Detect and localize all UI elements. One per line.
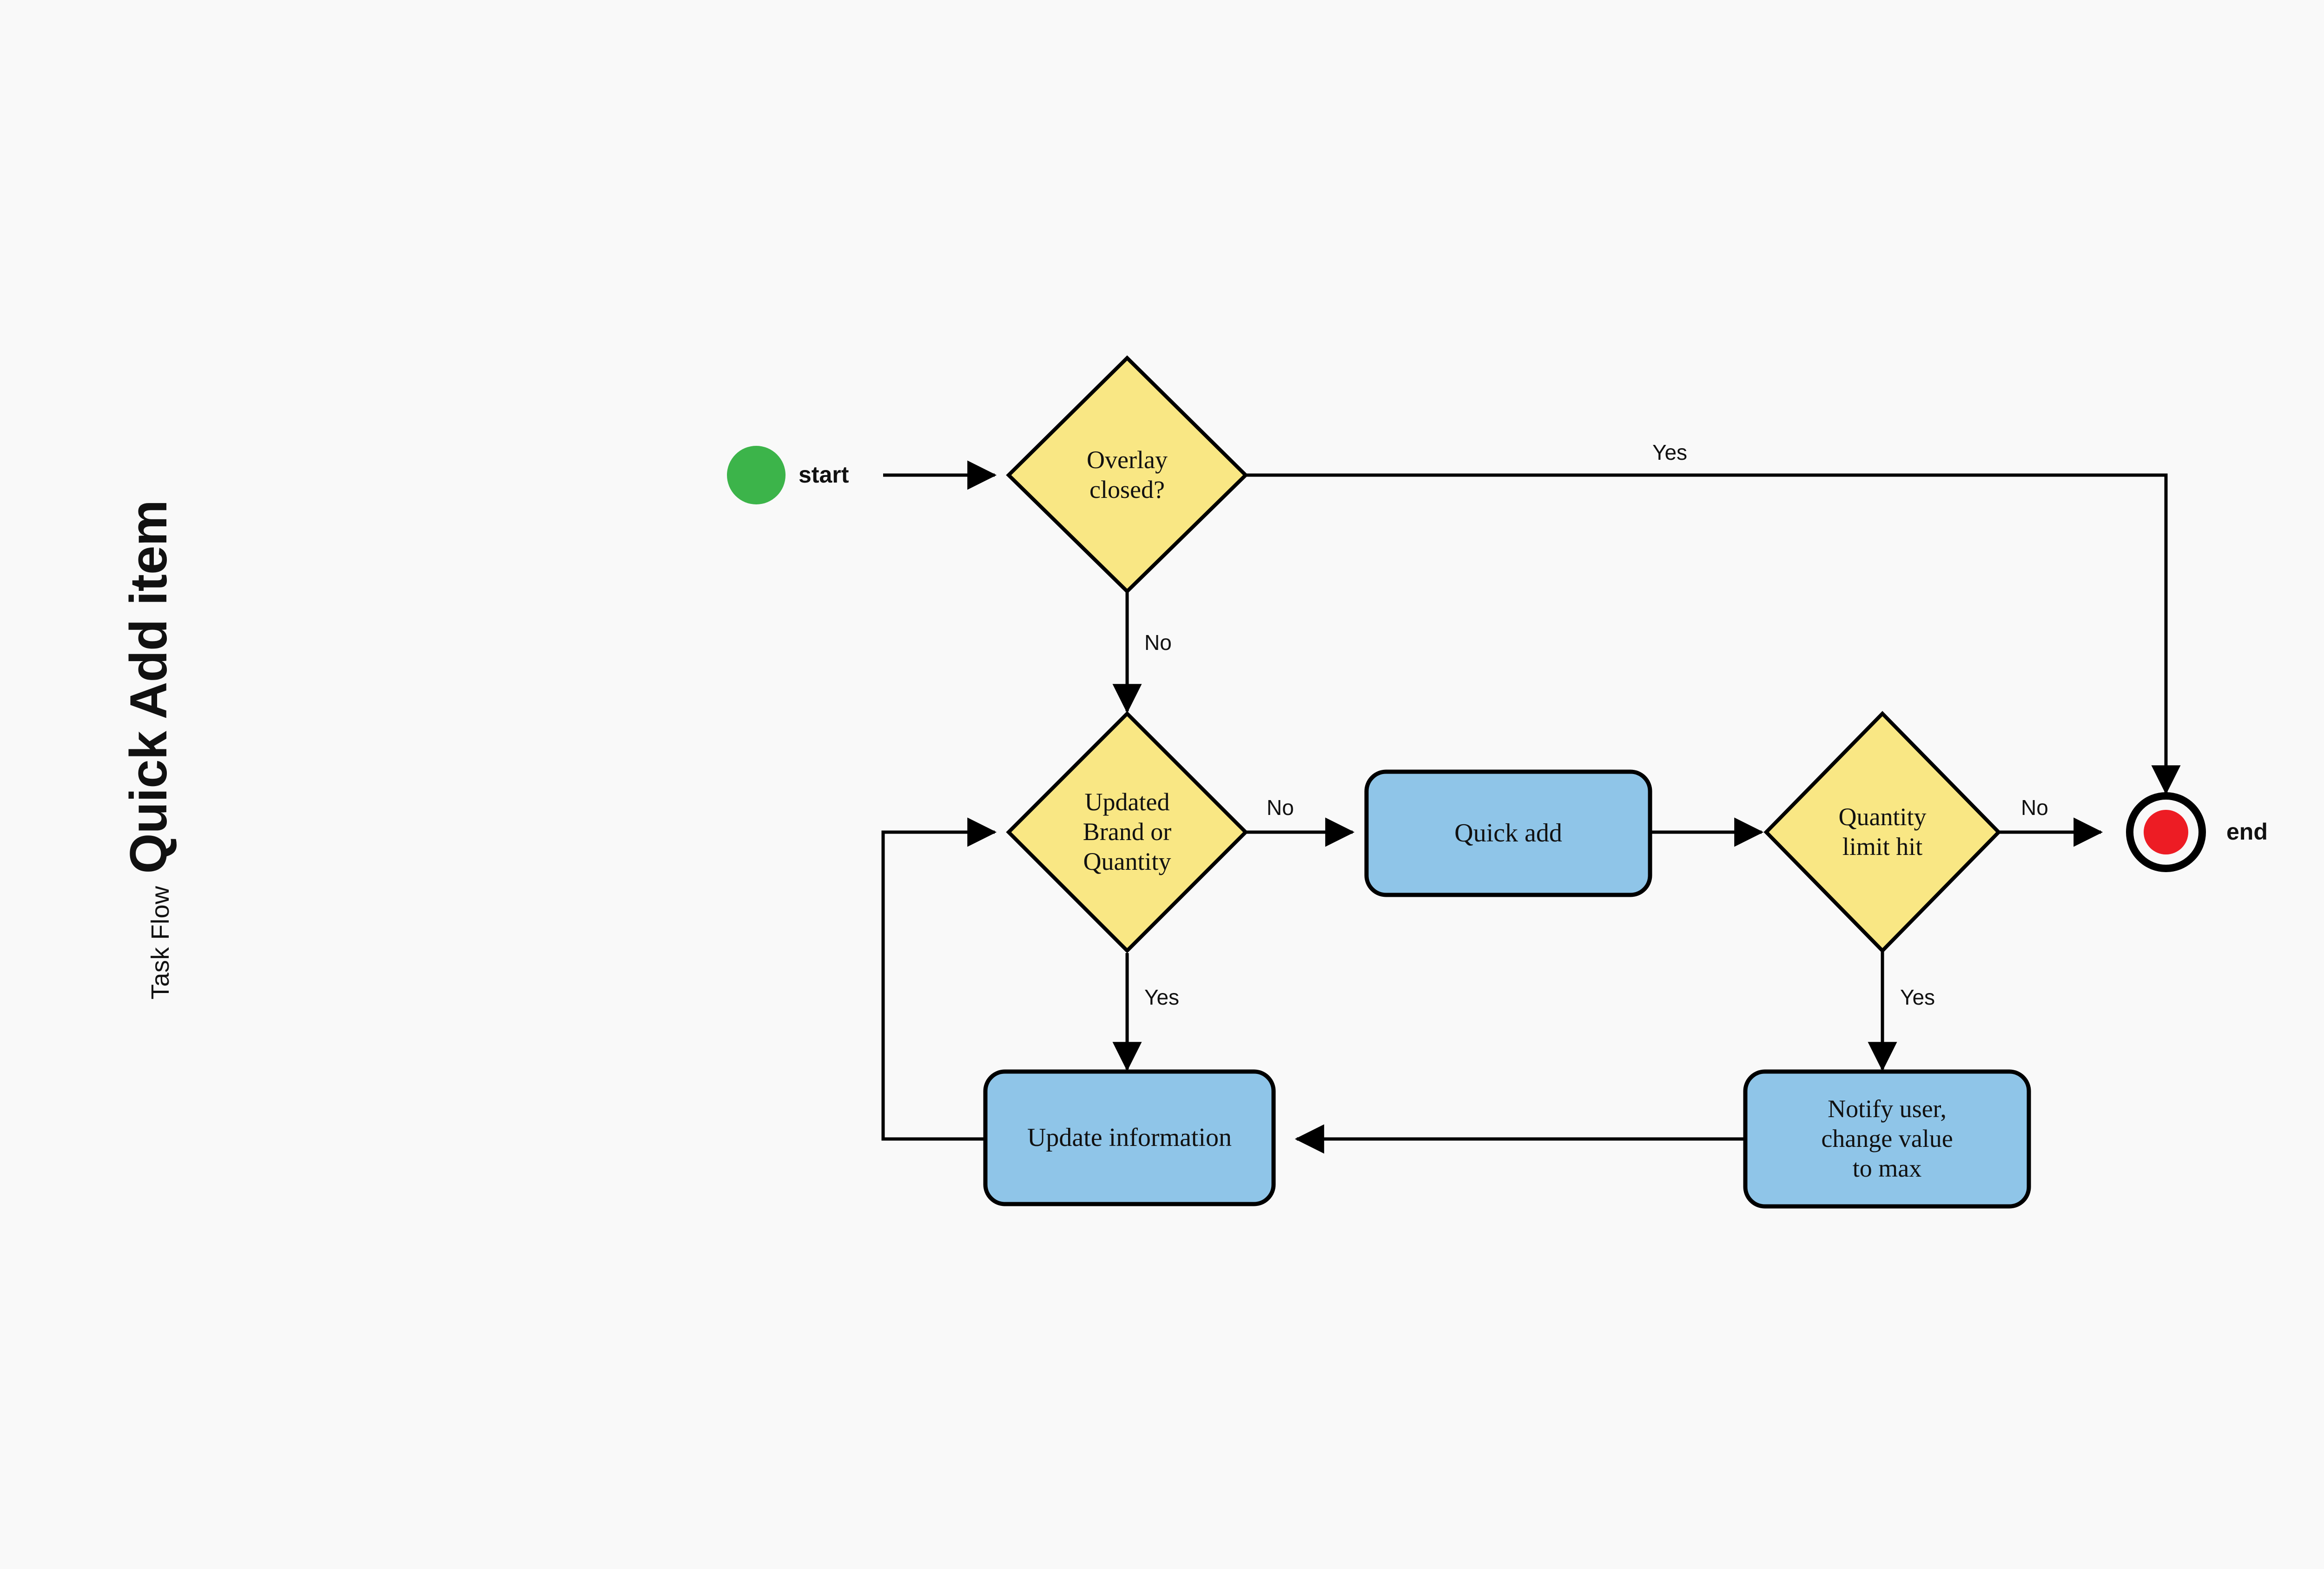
decision-overlay-closed[interactable] [1006, 355, 1248, 594]
edge-label-updated-no: No [1267, 795, 1294, 820]
start-node[interactable] [727, 446, 786, 504]
start-node-label: start [799, 462, 849, 488]
end-node-core [2144, 810, 2188, 854]
edge-label-overlay-yes: Yes [1652, 440, 1688, 464]
edge-updateinfo-loop-back [881, 817, 997, 1141]
process-quick-add[interactable] [1364, 769, 1652, 897]
edge-label-limit-no: No [2021, 795, 2048, 820]
process-notify-user[interactable] [1743, 1069, 2031, 1209]
edge-label-overlay-no: No [1144, 630, 1172, 655]
process-update-information[interactable] [983, 1069, 1276, 1206]
decision-quantity-limit-hit[interactable] [1763, 711, 2001, 953]
edge-label-updated-yes: Yes [1144, 985, 1180, 1009]
decision-updated-brand-or-quantity[interactable] [1006, 711, 1248, 953]
edge-overlay-yes-to-end [1246, 473, 2181, 795]
end-node-label: end [2226, 819, 2268, 845]
edge-label-limit-yes: Yes [1900, 985, 1935, 1009]
